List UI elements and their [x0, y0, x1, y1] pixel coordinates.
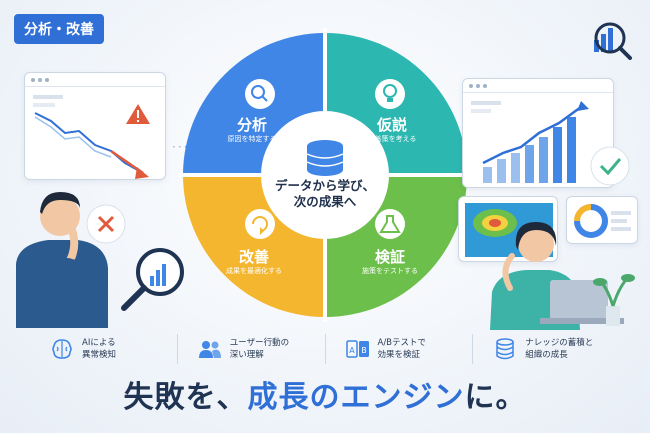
- cycle-center-line2: 次の成果へ: [293, 194, 357, 209]
- cycle-center-text: データから学び、 次の成果へ: [250, 178, 400, 210]
- segment-subtitle-verification: 施策をテストする: [362, 267, 418, 275]
- feature-text: AIによる 異常検知: [82, 338, 117, 360]
- segment-subtitle-hypothesis: 改善策を考える: [367, 135, 417, 143]
- users-icon: [198, 341, 221, 358]
- search-icon: [245, 79, 275, 109]
- lightbulb-icon: [375, 79, 405, 109]
- feature-item: A B A/Bテストで 効果を検証: [324, 334, 473, 364]
- check-icon: [590, 146, 630, 186]
- features-strip: AIによる 異常検知 ユーザー行動の 深い理解 A B A/Bテストで 効果を検…: [30, 332, 620, 366]
- ab-test-icon: A B: [345, 340, 369, 358]
- analytics-magnifier-icon: [594, 22, 632, 60]
- headline-part3: に。: [464, 380, 527, 415]
- warning-icon: [126, 104, 150, 124]
- rising-bar-chart: [471, 101, 589, 183]
- pointing-person-illustration: [490, 222, 635, 330]
- refresh-icon: [245, 209, 275, 239]
- confused-person-illustration: [16, 192, 108, 328]
- category-tag: 分析・改善: [14, 14, 104, 44]
- rising-chart-window: [462, 78, 614, 188]
- segment-title-hypothesis: 仮説: [376, 116, 407, 134]
- declining-line-chart: [33, 95, 149, 179]
- feature-text: ユーザー行動の 深い理解: [229, 338, 290, 360]
- donut-chart-window: [566, 196, 638, 244]
- segment-subtitle-improvement: 成果を最適化する: [226, 267, 282, 275]
- database-center-icon: [306, 140, 344, 176]
- pdca-cycle-diagram: [178, 28, 472, 322]
- svg-text:A: A: [349, 346, 355, 355]
- donut-chart: [574, 204, 631, 238]
- close-icon: [86, 204, 126, 244]
- feature-text: ナレッジの蓄積と 組織の成長: [525, 338, 594, 360]
- feature-item: AIによる 異常検知: [30, 334, 177, 364]
- flask-icon: [375, 209, 405, 239]
- feature-item: ユーザー行動の 深い理解: [176, 334, 325, 364]
- brain-icon: [52, 339, 72, 359]
- database-icon: [496, 338, 514, 360]
- segment-title-analysis: 分析: [236, 116, 267, 134]
- headline-part1: 失敗を、: [123, 380, 248, 415]
- headline-highlight: 成長のエンジン: [247, 380, 465, 415]
- segment-title-verification: 検証: [374, 248, 405, 266]
- segment-title-improvement: 改善: [238, 248, 269, 266]
- magnifier-chart-icon: [121, 248, 184, 311]
- cycle-center-line1: データから学び、: [274, 178, 375, 193]
- segment-subtitle-analysis: 原因を特定する: [227, 135, 277, 143]
- headline: 失敗を、成長のエンジンに。: [0, 372, 650, 416]
- feature-item: ナレッジの蓄積と 組織の成長: [472, 334, 620, 364]
- declining-chart-window: [24, 72, 166, 180]
- feature-text: A/Bテストで 効果を検証: [377, 338, 427, 360]
- svg-text:B: B: [361, 346, 367, 355]
